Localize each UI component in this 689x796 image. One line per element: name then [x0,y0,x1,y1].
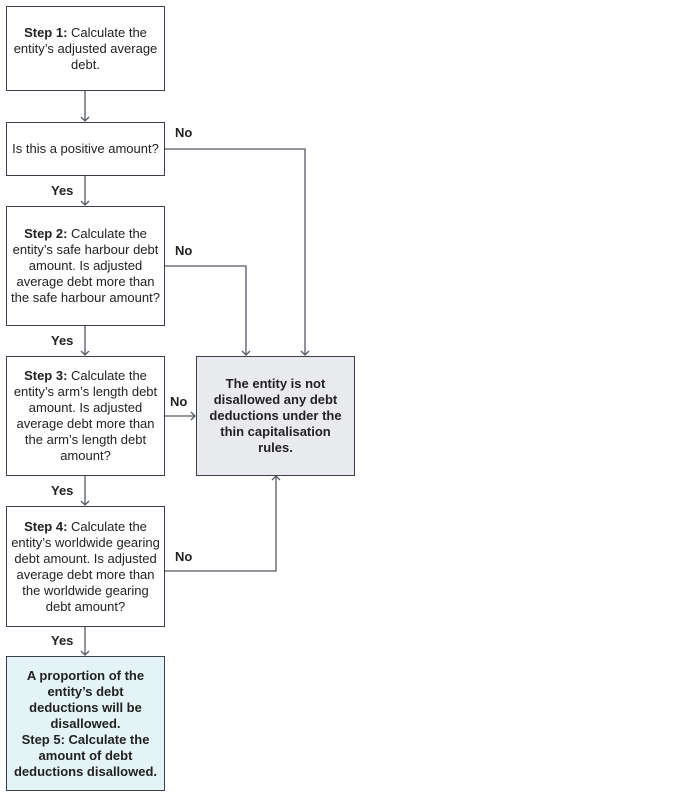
yes-label-2: Yes [51,333,74,348]
step4-label: Step 4: [24,518,68,534]
arrow-step4-no [165,475,281,572]
no-label-1: No [175,125,193,140]
outcome-not-disallowed-text: The entity is not disallowed any debt de… [209,376,342,455]
outcome-disallowed-line1: A proportion of the entity’s debt deduct… [26,667,145,731]
step2-label: Step 2: [24,226,68,241]
step1-box: Step 1: Calculate the entity’s adjusted … [6,6,165,91]
step3-label: Step 3: [24,368,68,383]
step4-text: Calculate the entity’s worldwide gearing… [11,518,160,614]
yes-label-4: Yes [51,633,74,648]
step1-label: Step 1: [24,24,68,40]
arrow-question-no [165,148,310,356]
yes-label-1: Yes [51,183,74,198]
question-positive-text: Is this a positive amount? [12,141,159,156]
arrow-step2-no [165,265,251,356]
step4-box: Step 4: Calculate the entity’s worldwide… [6,506,165,627]
outcome-disallowed-box: A proportion of the entity’s debt deduct… [6,656,165,791]
step1-text: Calculate the entity’s adjusted average … [13,24,158,72]
step3-box: Step 3: Calculate the entity’s arm’s len… [6,356,165,476]
step2-box: Step 2: Calculate the entity’s safe harb… [6,206,165,326]
step3-text: Calculate the entity’s arm’s length debt… [13,368,158,463]
step2-text: Calculate the entity’s safe harbour debt… [11,226,160,305]
outcome-disallowed-line2: Step 5: Calculate the amount of debt ded… [13,731,158,779]
no-label-3: No [170,394,188,409]
outcome-not-disallowed-box: The entity is not disallowed any debt de… [196,356,355,476]
yes-label-3: Yes [51,483,74,498]
no-label-2: No [175,243,193,258]
no-label-4: No [175,549,193,564]
question-positive-box: Is this a positive amount? [6,122,165,176]
